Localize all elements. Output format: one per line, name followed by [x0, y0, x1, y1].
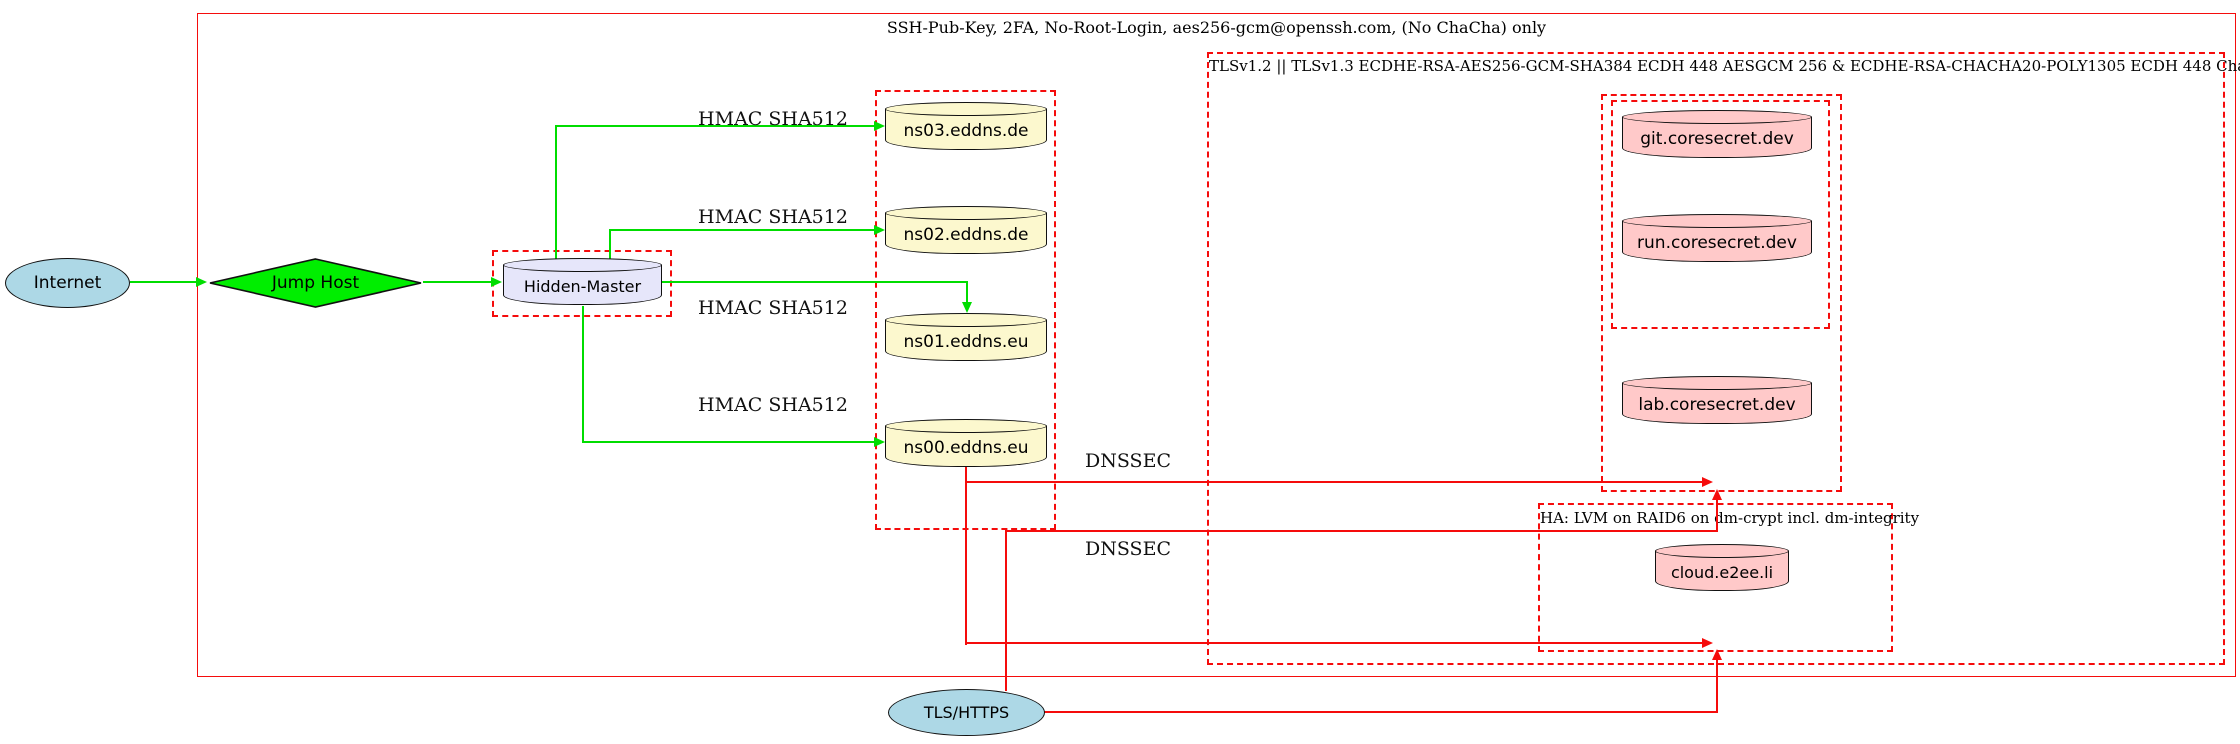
edge-hm-ns01-horizontal: [662, 281, 968, 283]
arrowhead-to-ns00: [874, 437, 885, 447]
edge-jumphost-hiddenmaster: [423, 281, 491, 283]
edge-label-hmac-ns01: HMAC SHA512: [698, 297, 848, 319]
jump-host-diamond-shape: [209, 258, 422, 308]
edge-hm-ns02-vertical: [609, 230, 611, 260]
edge-hm-ns03-vertical: [555, 126, 557, 260]
node-tls-https: TLS/HTTPS: [888, 689, 1045, 736]
node-internet: Internet: [5, 258, 130, 308]
node-run-label: run.coresecret.dev: [1637, 232, 1797, 253]
cylinder-cap: [885, 313, 1047, 327]
node-run-coresecret: run.coresecret.dev: [1622, 214, 1812, 262]
cylinder-cap: [1622, 110, 1812, 124]
cluster-coresecret-inner: [1611, 100, 1830, 329]
arrowhead-to-ns03: [874, 121, 885, 131]
cylinder-cap: [885, 419, 1047, 433]
edge-hm-ns03-horizontal: [555, 125, 874, 127]
edge-tlshttps-right-horizontal: [1044, 711, 1718, 713]
node-ns03-label: ns03.eddns.de: [903, 120, 1029, 141]
node-hidden-master: Hidden-Master: [503, 258, 662, 305]
edge-label-hmac-ns03: HMAC SHA512: [698, 108, 848, 130]
edge-tlshttps-mid-riser: [1716, 499, 1718, 532]
node-internet-label: Internet: [33, 273, 102, 293]
edge-dnssec2-horizontal: [965, 642, 1702, 644]
cylinder-cap: [503, 258, 662, 272]
node-ns02-label: ns02.eddns.de: [903, 224, 1029, 245]
node-jump-host: Jump Host: [208, 258, 423, 308]
node-lab-label: lab.coresecret.dev: [1638, 394, 1796, 415]
cluster-ssh-hardening: SSH-Pub-Key, 2FA, No-Root-Login, aes256-…: [197, 13, 2236, 677]
edge-dnssec1-horizontal: [965, 481, 1702, 483]
node-ns02: ns02.eddns.de: [885, 206, 1047, 254]
arrowhead-to-ns02: [874, 225, 885, 235]
edge-hm-ns02-horizontal: [609, 229, 874, 231]
node-cloud-label: cloud.e2ee.li: [1670, 562, 1774, 582]
node-ns00: ns00.eddns.eu: [885, 419, 1047, 467]
arrowhead-to-jumphost: [196, 277, 207, 287]
node-git-coresecret: git.coresecret.dev: [1622, 110, 1812, 158]
edge-hm-ns00-vertical: [582, 306, 584, 443]
arrowhead-dnssec-to-coresecret: [1702, 477, 1713, 487]
cluster-tls-label: TLSv1.2 || TLSv1.3 ECDHE-RSA-AES256-GCM-…: [1209, 57, 2240, 75]
arrowhead-dnssec-to-ha: [1702, 638, 1713, 648]
edge-label-hmac-ns00: HMAC SHA512: [698, 394, 848, 416]
node-jump-host-label: Jump Host: [271, 273, 360, 293]
node-ns00-label: ns00.eddns.eu: [903, 437, 1029, 458]
cylinder-cap: [1622, 214, 1812, 228]
edge-tlshttps-mid-horizontal: [1005, 530, 1718, 532]
cylinder-cap: [1655, 544, 1789, 558]
edge-tlshttps-ha-riser: [1716, 659, 1718, 713]
cylinder-cap: [885, 102, 1047, 116]
node-tls-https-label: TLS/HTTPS: [923, 703, 1010, 722]
node-ns03: ns03.eddns.de: [885, 102, 1047, 150]
edge-label-dnssec-1: DNSSEC: [1085, 450, 1171, 472]
edge-tlshttps-top-vertical: [1005, 531, 1007, 691]
cluster-ssh-label: SSH-Pub-Key, 2FA, No-Root-Login, aes256-…: [886, 18, 1547, 37]
edge-hm-ns00-horizontal: [582, 441, 874, 443]
cylinder-cap: [885, 206, 1047, 220]
edge-internet-jumphost: [130, 281, 197, 283]
node-ns01-label: ns01.eddns.eu: [903, 331, 1029, 352]
node-git-label: git.coresecret.dev: [1640, 128, 1794, 149]
edge-label-hmac-ns02: HMAC SHA512: [698, 206, 848, 228]
node-cloud-e2ee: cloud.e2ee.li: [1655, 544, 1789, 591]
arrowhead-tls-to-coresecret: [1712, 489, 1722, 500]
edge-ns00-down-vertical: [965, 465, 967, 645]
cylinder-cap: [1622, 376, 1812, 390]
cluster-ha-label: HA: LVM on RAID6 on dm-crypt incl. dm-in…: [1540, 509, 1920, 527]
arrowhead-to-hiddenmaster: [491, 277, 502, 287]
node-ns01: ns01.eddns.eu: [885, 313, 1047, 361]
arrowhead-to-ns01: [962, 302, 972, 313]
edge-label-dnssec-2: DNSSEC: [1085, 538, 1171, 560]
node-hidden-master-label: Hidden-Master: [523, 276, 642, 296]
arrowhead-tls-to-ha: [1712, 649, 1722, 660]
edge-hm-ns01-vertical: [966, 281, 968, 303]
node-lab-coresecret: lab.coresecret.dev: [1622, 376, 1812, 424]
